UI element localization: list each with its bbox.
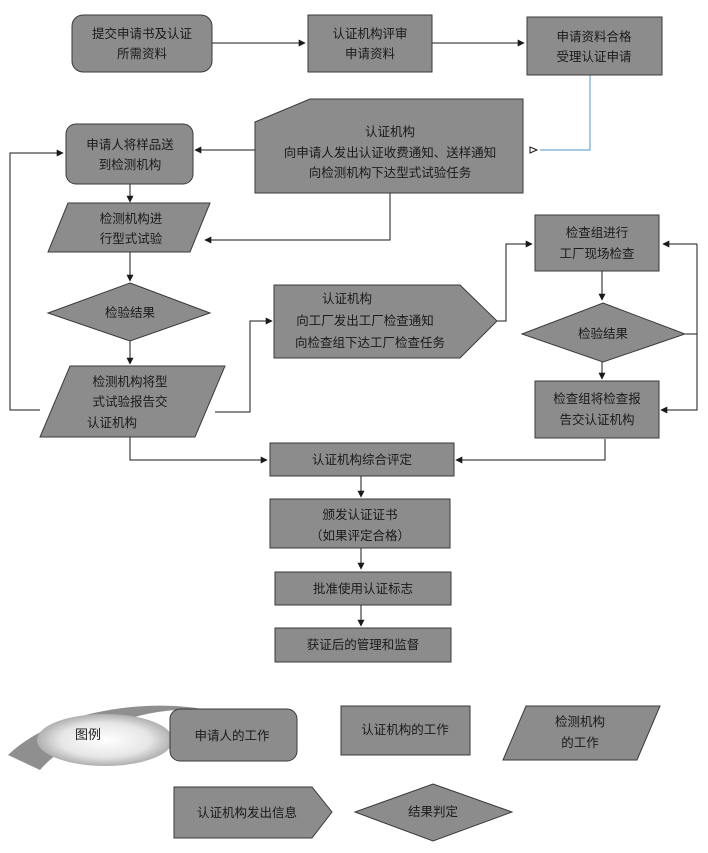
node-text-line: 申请资料 bbox=[345, 46, 396, 61]
node-text-line: 检查组进行 bbox=[566, 225, 629, 240]
node-text-line: 认证机构 bbox=[322, 291, 372, 306]
node-text-line: 工厂现场检查 bbox=[559, 246, 635, 261]
legend-item-message: 认证机构发出信息 bbox=[173, 786, 333, 839]
node-text-line: （如果评定合格） bbox=[310, 528, 410, 543]
node-text-line: 获证后的管理和监督 bbox=[307, 637, 420, 652]
rect-shape bbox=[307, 14, 433, 73]
node-type-test: 检测机构进 行型式试验 bbox=[47, 202, 211, 253]
node-text-line: 向工厂发出工厂检查通知 bbox=[296, 313, 434, 328]
node-factory-notify: 认证机构 向工厂发出工厂检查通知 向检查组下达工厂检查任务 bbox=[273, 284, 498, 359]
legend-ellipse bbox=[37, 714, 173, 766]
rect-shape bbox=[526, 16, 663, 76]
rounded-rect-shape bbox=[65, 123, 194, 185]
node-supervise: 获证后的管理和监督 bbox=[274, 627, 452, 663]
node-issue: 颁发认证证书 （如果评定合格） bbox=[269, 498, 451, 549]
parallelogram-shape bbox=[39, 365, 226, 438]
rounded-rect-shape bbox=[169, 708, 298, 762]
diamond-shape bbox=[46, 282, 212, 342]
legend-title: 图例 bbox=[75, 728, 101, 743]
legend-item-test-body: 检测机构 的工作 bbox=[502, 705, 661, 761]
node-notify: 认证机构 向申请人发出认证收费通知、送样通知 向检测机构下达型式试验任务 bbox=[254, 98, 524, 194]
rounded-rect-shape bbox=[71, 14, 213, 73]
node-text-line: 检测机构进 bbox=[100, 211, 163, 226]
legend-label: 的工作 bbox=[561, 735, 599, 750]
rect-shape bbox=[534, 214, 660, 272]
node-text-line: 认证机构评审 bbox=[332, 26, 407, 41]
rect-shape bbox=[269, 442, 455, 477]
arrow-report-to-evaluate bbox=[129, 437, 268, 464]
node-approve-mark: 批准使用认证标志 bbox=[274, 571, 452, 606]
rect-shape bbox=[340, 705, 471, 756]
arrow-report-to-factory-notify bbox=[215, 317, 273, 413]
line-accept-to-notify bbox=[540, 75, 591, 151]
node-text-line: 向检查组下达工厂检查任务 bbox=[295, 335, 445, 350]
arrow-inspection-report-to-evaluate bbox=[455, 439, 606, 464]
legend-label: 结果判定 bbox=[408, 804, 458, 819]
node-text-line: 申请人将样品送 bbox=[86, 137, 174, 152]
legend-label: 申请人的工作 bbox=[194, 728, 270, 743]
legend-item-cert-body: 认证机构的工作 bbox=[340, 705, 471, 756]
legend-item-decision: 结果判定 bbox=[353, 783, 514, 842]
legend-label: 检测机构 bbox=[555, 714, 605, 729]
legend: 图例 申请人的工作 认证机构的工作 检测机构 的工作 认证机构发出信息 结果判定 bbox=[8, 705, 661, 842]
node-text-line: 式试验报告交 bbox=[92, 394, 167, 409]
legend-label: 认证机构的工作 bbox=[361, 722, 449, 737]
node-submit: 提交申请书及认证 所需资料 bbox=[71, 14, 213, 73]
node-inspection-result: 检验结果 bbox=[520, 302, 687, 363]
node-text-line: 申请资料合格 bbox=[556, 29, 632, 44]
node-evaluate: 认证机构综合评定 bbox=[269, 442, 455, 477]
rect-shape bbox=[274, 571, 452, 606]
arrowhead-into-notify bbox=[529, 146, 539, 154]
connectors bbox=[9, 39, 698, 627]
node-review: 认证机构评审 申请资料 bbox=[307, 14, 433, 73]
parallelogram-shape bbox=[502, 705, 661, 761]
node-text-line: 告交认证机构 bbox=[559, 412, 634, 427]
node-inspection-report: 检查组将检查报 告交认证机构 bbox=[534, 380, 660, 439]
node-text-line: 所需资料 bbox=[117, 46, 168, 61]
node-send-sample: 申请人将样品送 到检测机构 bbox=[65, 123, 194, 185]
node-accept: 申请资料合格 受理认证申请 bbox=[526, 16, 663, 76]
node-text-line: 检查组将检查报 bbox=[553, 391, 641, 406]
rect-shape bbox=[274, 627, 452, 663]
arrow-right-rail-to-inspection-report bbox=[660, 244, 698, 414]
node-text-line: 检测机构将型 bbox=[92, 374, 167, 389]
diamond-shape bbox=[520, 302, 687, 363]
node-text-line: 颁发认证证书 bbox=[322, 507, 397, 522]
arrow-factory-notify-to-inspection bbox=[496, 240, 533, 322]
rect-shape bbox=[269, 498, 451, 549]
node-text-line: 检验结果 bbox=[105, 305, 156, 320]
node-text-line: 认证机构 bbox=[87, 415, 137, 430]
node-text-line: 提交申请书及认证 bbox=[92, 26, 193, 41]
node-text-line: 受理认证申请 bbox=[556, 49, 631, 64]
node-text-line: 向申请人发出认证收费通知、送样通知 bbox=[284, 145, 497, 160]
arrow-report-loop-to-send-sample bbox=[9, 149, 64, 411]
pentagon-arrow-shape bbox=[173, 786, 333, 839]
node-report: 检测机构将型 式试验报告交 认证机构 bbox=[39, 365, 226, 438]
diamond-shape bbox=[353, 783, 514, 842]
cut-corner-rect-shape bbox=[254, 98, 524, 194]
legend-label: 认证机构发出信息 bbox=[197, 805, 297, 820]
legend-badge: 图例 bbox=[8, 705, 215, 770]
node-text-line: 向检测机构下达型式试验任务 bbox=[309, 165, 472, 180]
node-text-line: 认证机构综合评定 bbox=[312, 452, 412, 467]
node-text-line: 认证机构 bbox=[365, 124, 415, 139]
node-text-line: 批准使用认证标志 bbox=[313, 581, 413, 596]
pentagon-arrow-shape bbox=[273, 284, 498, 359]
node-text-line: 检验结果 bbox=[578, 326, 629, 341]
rect-shape bbox=[534, 380, 660, 439]
node-test-result: 检验结果 bbox=[46, 282, 212, 342]
parallelogram-shape bbox=[47, 202, 211, 253]
node-text-line: 行型式试验 bbox=[100, 231, 163, 246]
arrow-notify-to-type-test bbox=[204, 193, 391, 244]
node-inspection: 检查组进行 工厂现场检查 bbox=[534, 214, 660, 272]
node-text-line: 到检测机构 bbox=[99, 157, 162, 172]
legend-item-applicant: 申请人的工作 bbox=[169, 708, 298, 762]
